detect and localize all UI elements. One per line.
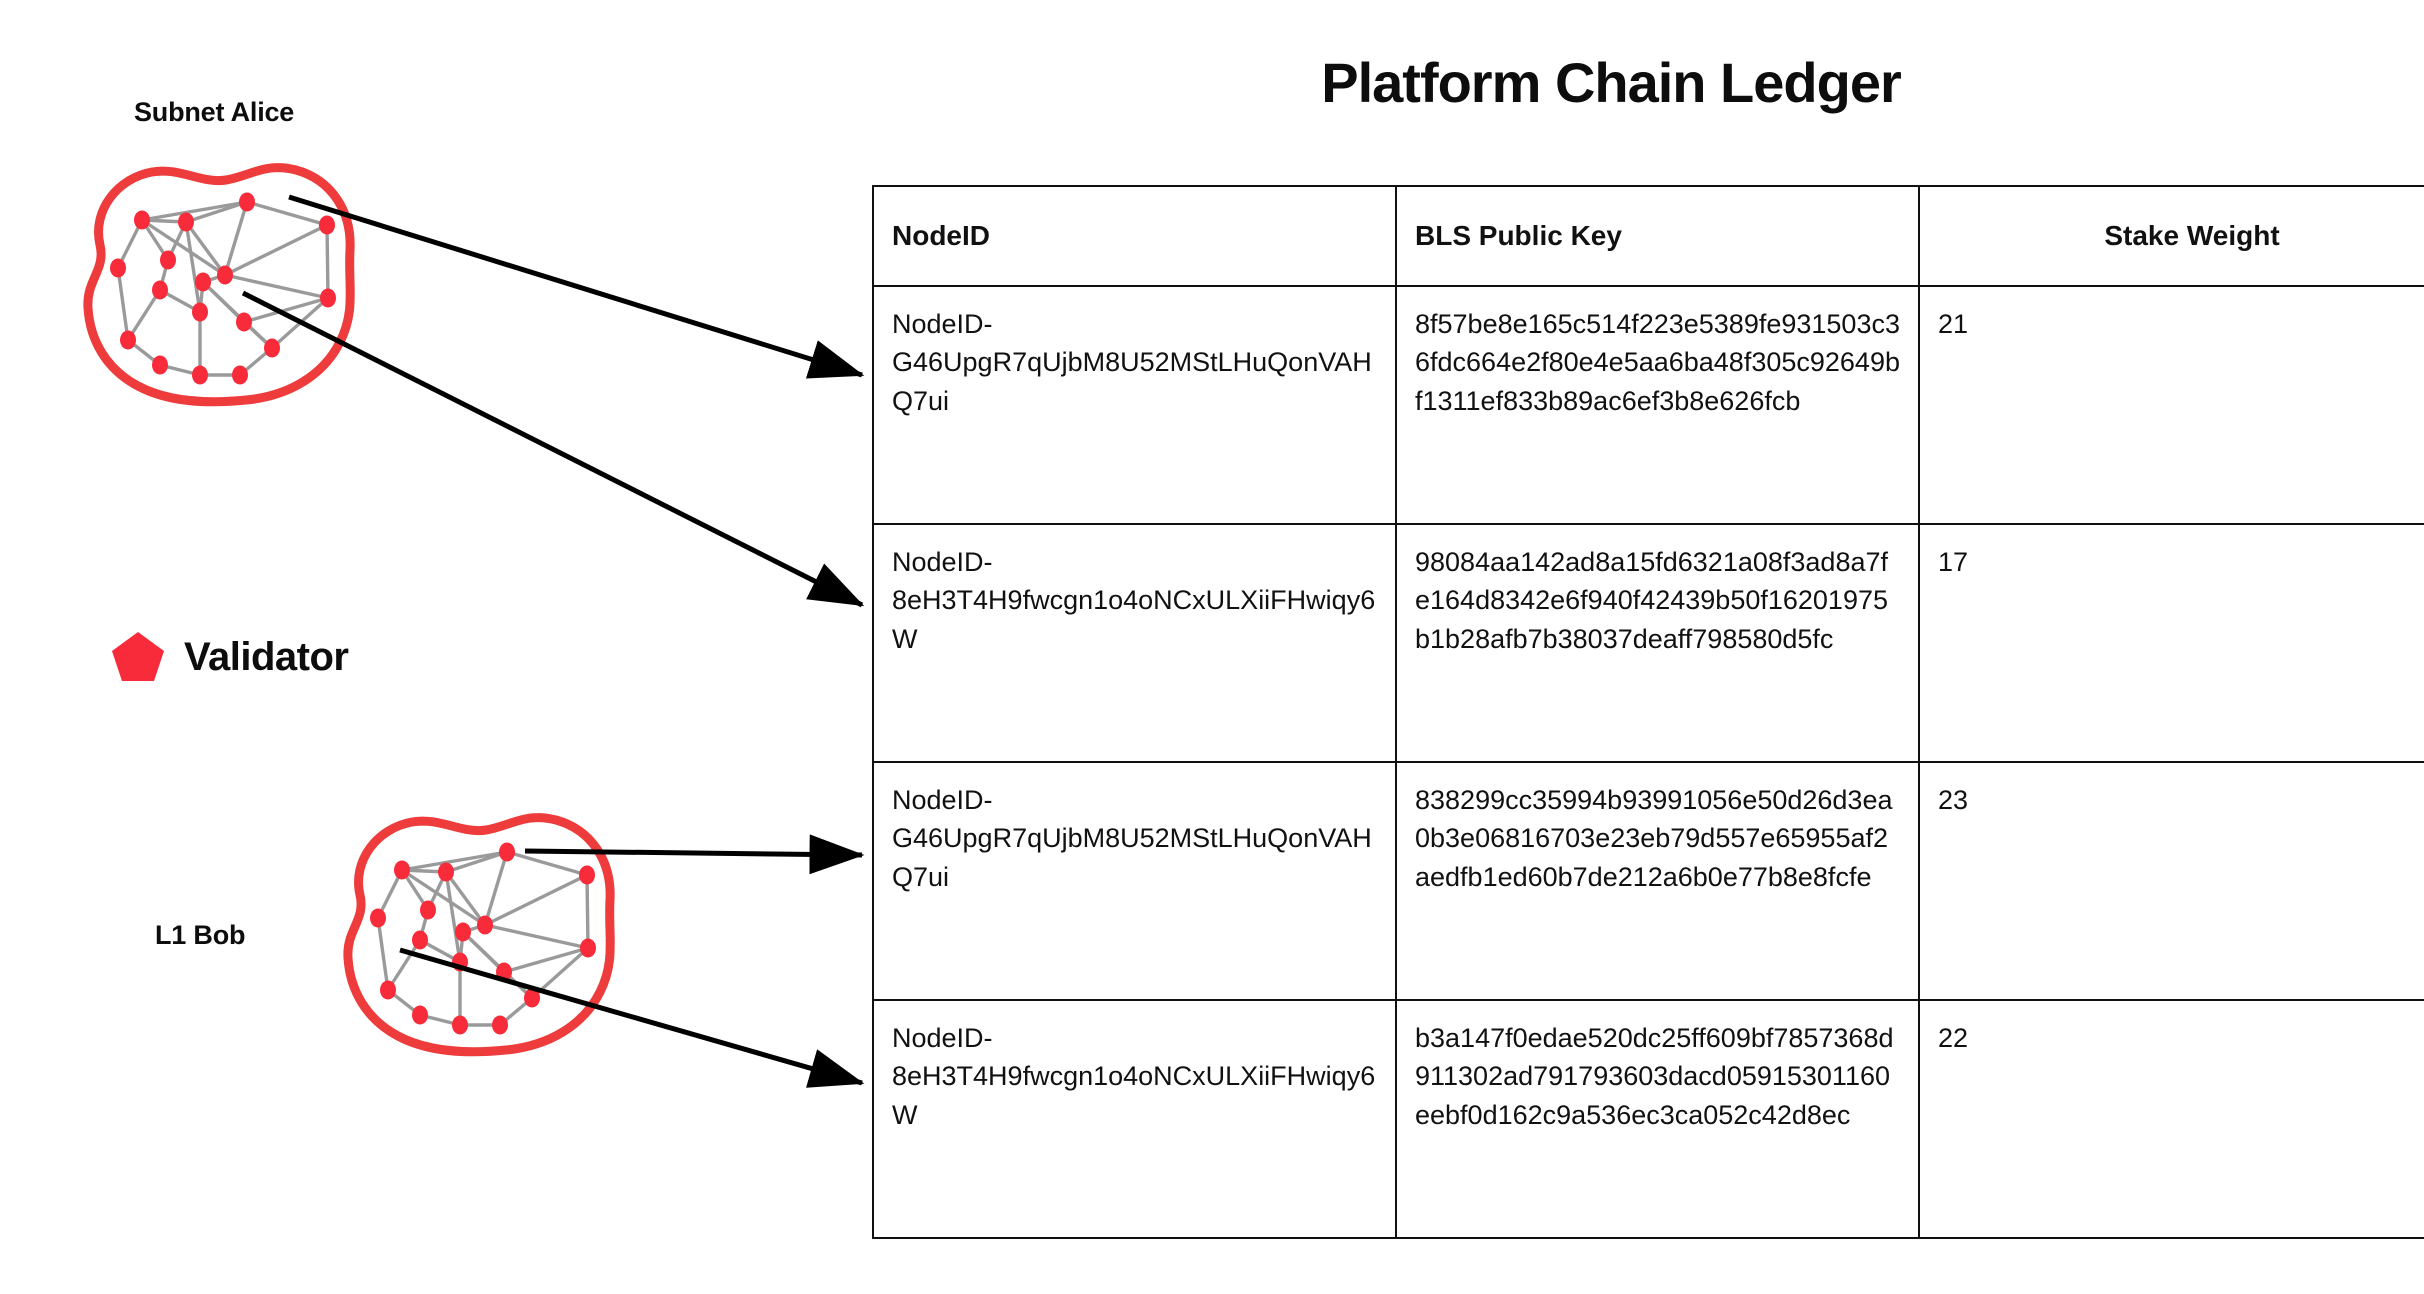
cell-bls-public-key: b3a147f0edae520dc25ff609bf7857368d911302… — [1395, 999, 1920, 1239]
cell-stake-weight: 23 — [1918, 761, 2424, 1001]
cell-bls-public-key: 8f57be8e165c514f223e5389fe931503c36fdc66… — [1395, 285, 1920, 525]
pentagon-icon — [112, 632, 164, 681]
cell-stake-weight: 21 — [1918, 285, 2424, 525]
subnet-alice-blob — [83, 163, 355, 407]
platform-chain-ledger-table: NodeID BLS Public Key Stake Weight NodeI… — [872, 185, 2424, 1239]
table-row: NodeID-G46UpgR7qUjbM8U52MStLHuQonVAHQ7ui… — [872, 761, 2424, 1001]
table-row: NodeID-G46UpgR7qUjbM8U52MStLHuQonVAHQ7ui… — [872, 285, 2424, 525]
subnet-alice-network — [40, 150, 400, 440]
legend-label: Validator — [184, 635, 349, 679]
cell-nodeid: NodeID-G46UpgR7qUjbM8U52MStLHuQonVAHQ7ui — [872, 285, 1397, 525]
blob-outline-icon — [83, 163, 355, 407]
cell-stake-weight: 17 — [1918, 523, 2424, 763]
network-edges — [376, 850, 590, 1027]
group-label-subnet-alice: Subnet Alice — [134, 97, 295, 127]
validator-nodes — [110, 192, 336, 385]
cell-bls-public-key: 98084aa142ad8a15fd6321a08f3ad8a7fe164d83… — [1395, 523, 1920, 763]
cell-stake-weight: 22 — [1918, 999, 2424, 1239]
table-row: NodeID-8eH3T4H9fwcgn1o4oNCxULXiiFHwiqy6W… — [872, 999, 2424, 1239]
cell-nodeid: NodeID-8eH3T4H9fwcgn1o4oNCxULXiiFHwiqy6W — [872, 999, 1397, 1239]
cell-nodeid: NodeID-8eH3T4H9fwcgn1o4oNCxULXiiFHwiqy6W — [872, 523, 1397, 763]
column-header-bls-public-key: BLS Public Key — [1395, 185, 1920, 287]
l1-bob-network — [300, 800, 660, 1090]
page-title: Platform Chain Ledger — [1321, 51, 1902, 114]
l1-bob-blob — [343, 813, 615, 1057]
group-label-l1-bob: L1 Bob — [155, 920, 246, 950]
cell-bls-public-key: 838299cc35994b93991056e50d26d3ea0b3e0681… — [1395, 761, 1920, 1001]
blob-outline-icon — [343, 813, 615, 1057]
table-row: NodeID-8eH3T4H9fwcgn1o4oNCxULXiiFHwiqy6W… — [872, 523, 2424, 763]
table-header-row: NodeID BLS Public Key Stake Weight — [872, 185, 2424, 287]
column-header-nodeid: NodeID — [872, 185, 1397, 287]
cell-nodeid: NodeID-G46UpgR7qUjbM8U52MStLHuQonVAHQ7ui — [872, 761, 1397, 1001]
column-header-stake-weight: Stake Weight — [1918, 185, 2424, 287]
validator-nodes — [370, 842, 596, 1035]
network-edges — [116, 200, 330, 377]
legend-validator: Validator — [110, 630, 349, 684]
